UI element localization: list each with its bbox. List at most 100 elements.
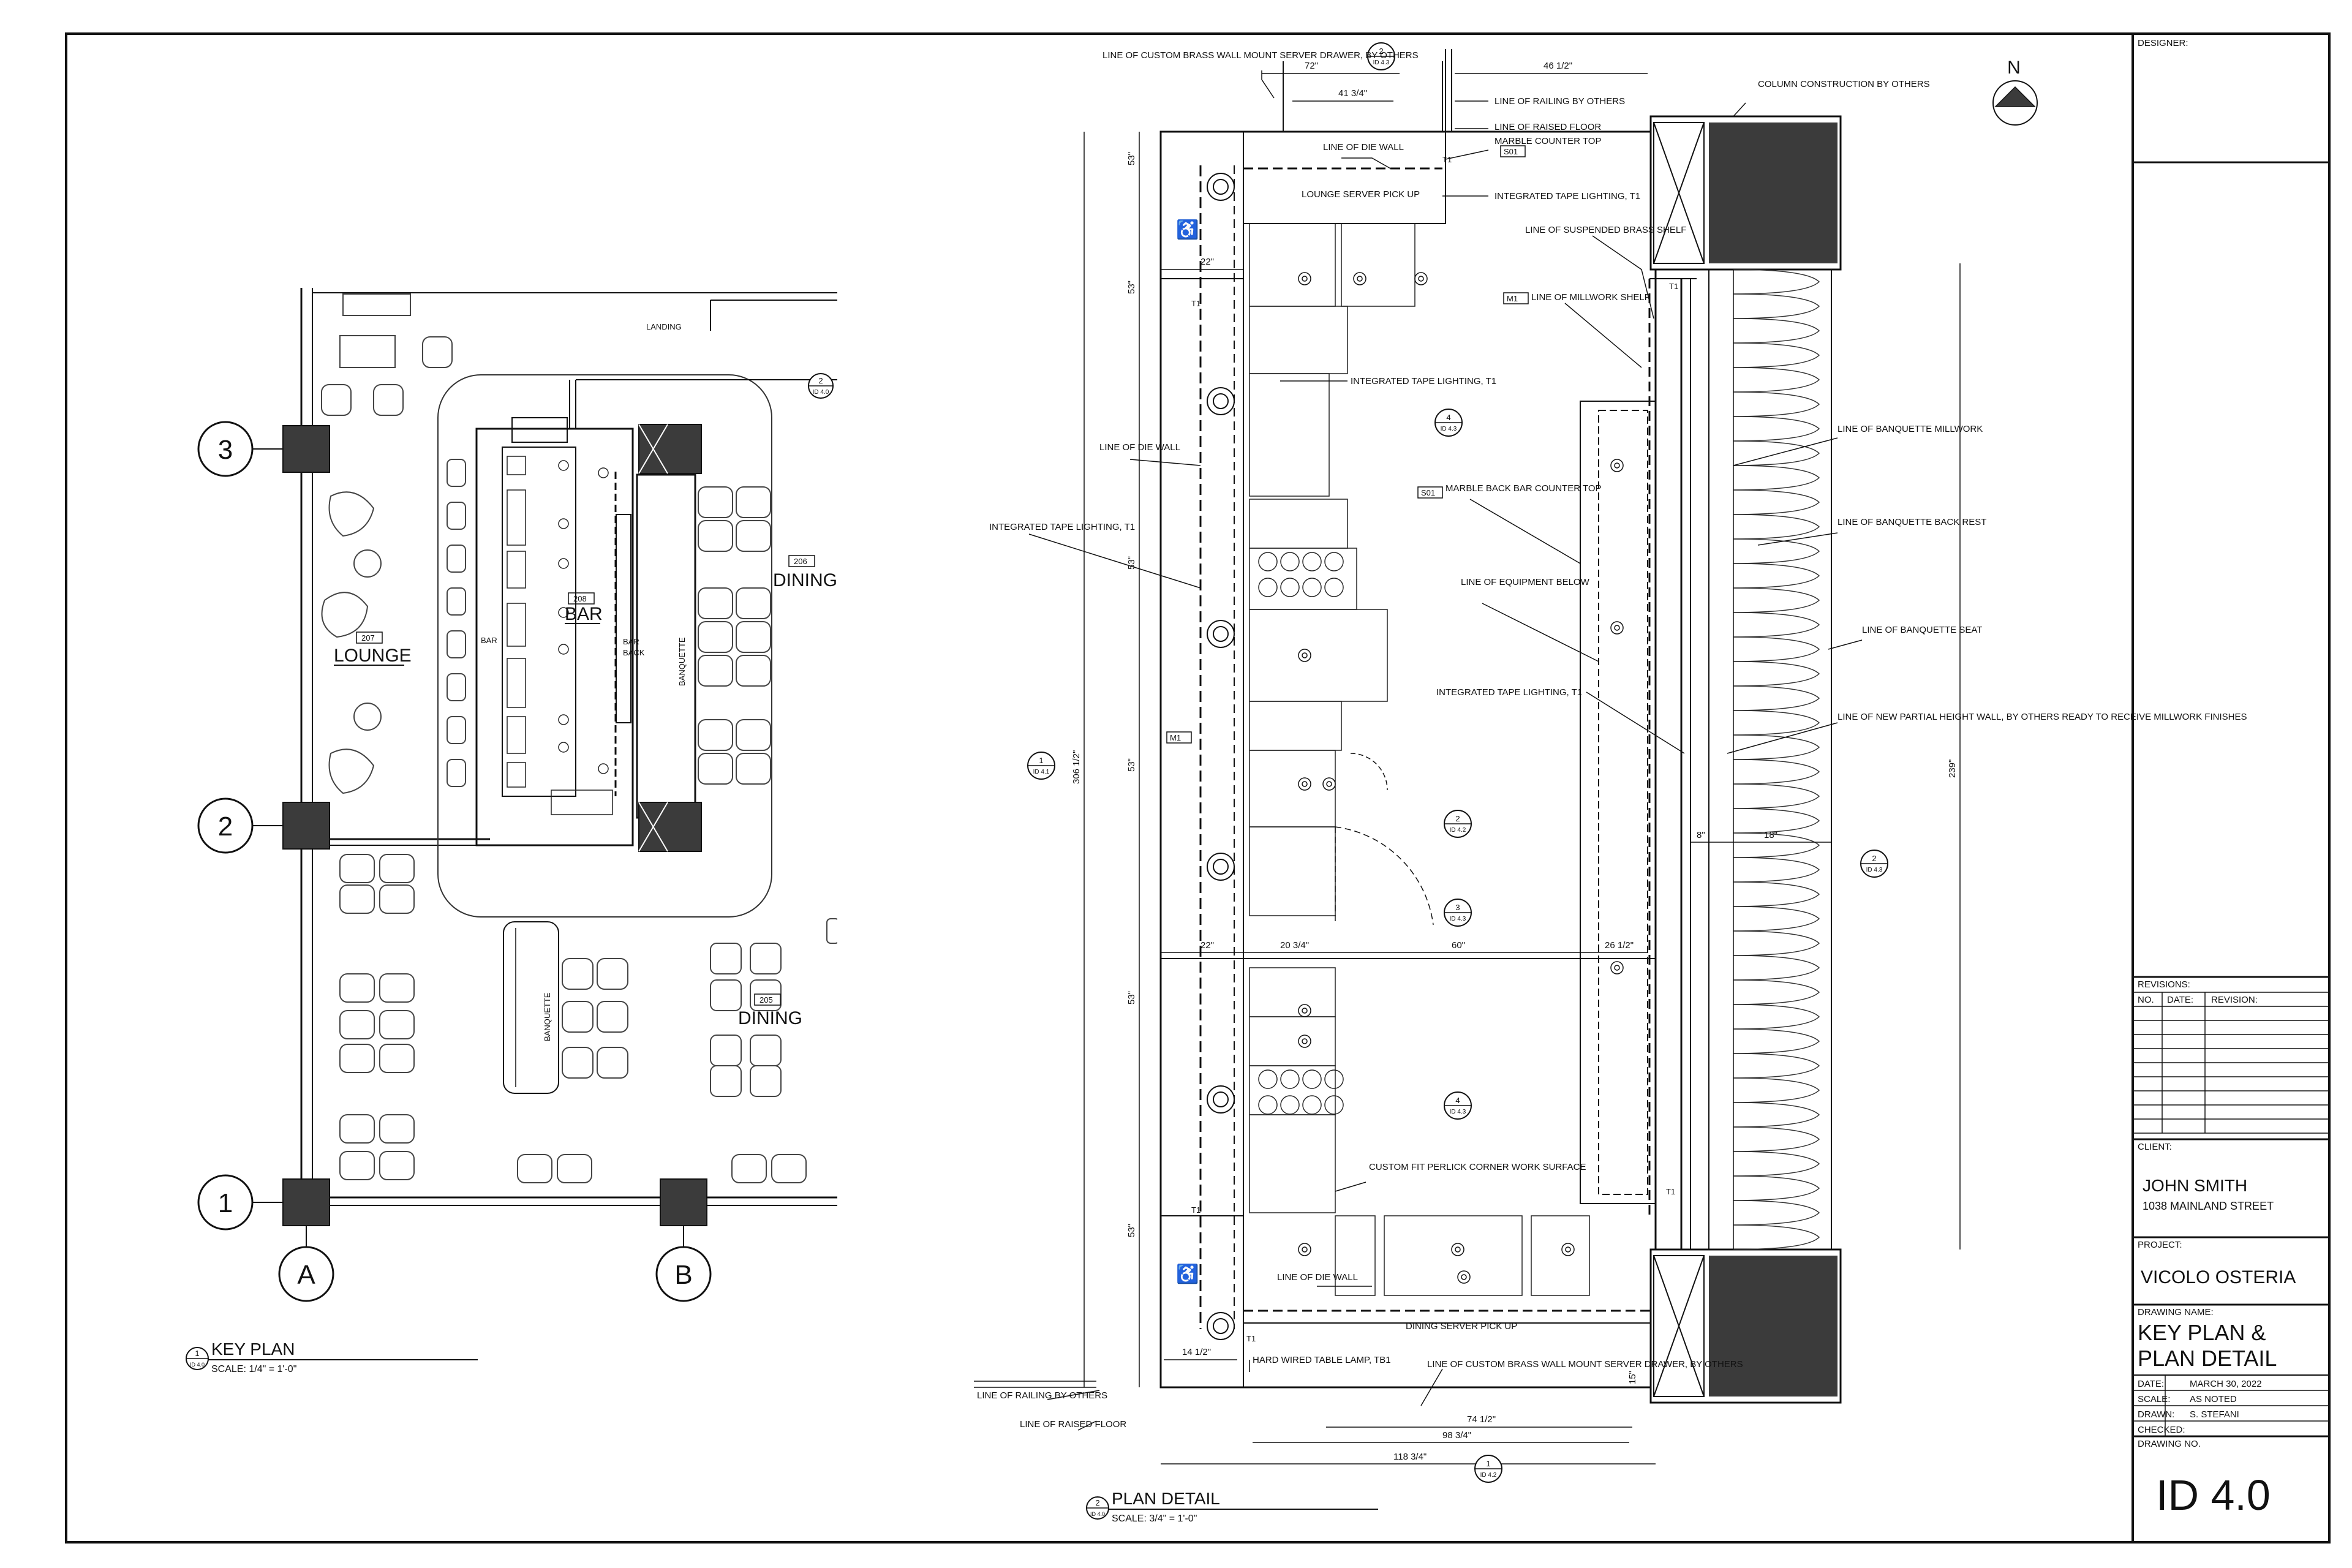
- note-brass-shelf: LINE OF SUSPENDED BRASS SHELF: [1525, 225, 1686, 235]
- landing-label: LANDING: [646, 322, 682, 331]
- svg-text:A: A: [297, 1260, 315, 1290]
- note-lounge-pickup: LOUNGE SERVER PICK UP: [1302, 189, 1420, 200]
- date-value: MARCH 30, 2022: [2190, 1379, 2262, 1389]
- grid-bubble-A: A: [278, 1246, 334, 1302]
- note-tape-lighting-top: INTEGRATED TAPE LIGHTING, T1: [1494, 191, 1640, 202]
- plan-detail: N: [974, 42, 2247, 1524]
- svg-text:22": 22": [1200, 257, 1214, 267]
- note-perlick: CUSTOM FIT PERLICK CORNER WORK SURFACE: [1369, 1162, 1586, 1172]
- column-3: [282, 425, 330, 473]
- svg-text:NO.: NO.: [2138, 995, 2154, 1005]
- drawing-no-label: DRAWING NO.: [2138, 1439, 2201, 1449]
- svg-text:B: B: [674, 1260, 692, 1290]
- note-die-wall-bottom: LINE OF DIE WALL: [1277, 1272, 1358, 1283]
- svg-text:1: 1: [195, 1349, 199, 1358]
- sheet-border: [65, 32, 2331, 1544]
- grid-bubble-1: 1: [197, 1174, 254, 1231]
- revisions-label: REVISIONS:: [2138, 979, 2190, 990]
- svg-text:T1: T1: [1669, 282, 1678, 291]
- drawing-name-label: DRAWING NAME:: [2138, 1307, 2214, 1317]
- room-name-dining-205: DINING: [738, 1008, 802, 1028]
- svg-text:SCALE: 1/4" = 1'-0": SCALE: 1/4" = 1'-0": [211, 1364, 296, 1374]
- bar-back-label-2: BACK: [623, 648, 645, 657]
- callout-bottom: 1 ID 4.2: [1474, 1455, 1502, 1483]
- note-partial-wall: LINE OF NEW PARTIAL HEIGHT WALL, BY OTHE…: [1838, 712, 2247, 722]
- svg-text:M1: M1: [1170, 733, 1181, 742]
- svg-text:1: 1: [1486, 1459, 1490, 1468]
- accessibility-icon-top: ♿: [1176, 219, 1199, 240]
- note-millwork-shelf: LINE OF MILLWORK SHELF: [1531, 292, 1650, 303]
- svg-text:2: 2: [1379, 47, 1383, 56]
- room-tag-207: 207: [361, 633, 375, 643]
- svg-text:ID 4.3: ID 4.3: [1441, 426, 1457, 432]
- key-plan-callout: 2 ID 4.0: [808, 373, 834, 399]
- drawing-number: ID 4.0: [2156, 1471, 2271, 1519]
- svg-text:ID 4.3: ID 4.3: [1450, 916, 1466, 922]
- svg-text:DATE:: DATE:: [2167, 995, 2193, 1005]
- svg-text:53": 53": [1126, 152, 1137, 165]
- svg-text:2: 2: [1872, 854, 1876, 863]
- title-block: DESIGNER: REVISIONS: NO. DATE: REVISION:…: [2133, 38, 2329, 1519]
- note-die-wall-left: LINE OF DIE WALL: [1099, 442, 1180, 453]
- svg-text:ID 4.3: ID 4.3: [1450, 1109, 1466, 1115]
- note-brass-drawer-top: LINE OF CUSTOM BRASS WALL MOUNT SERVER D…: [1102, 50, 1419, 61]
- svg-text:ID 4.0: ID 4.0: [190, 1362, 205, 1368]
- svg-text:46 1/2": 46 1/2": [1544, 61, 1572, 71]
- plan-detail-title: 2 ID 4.0 PLAN DETAIL SCALE: 3/4" = 1'-0": [1086, 1489, 1378, 1524]
- room-name-bar: BAR: [565, 604, 603, 624]
- note-railing-bottom: LINE OF RAILING BY OTHERS: [977, 1390, 1107, 1401]
- client-label: CLIENT:: [2138, 1142, 2172, 1152]
- svg-text:118 3/4": 118 3/4": [1393, 1452, 1427, 1462]
- svg-text:53": 53": [1126, 281, 1137, 294]
- note-railing-top: LINE OF RAILING BY OTHERS: [1494, 96, 1625, 107]
- grid-bubble-2: 2: [197, 797, 254, 854]
- svg-text:ID 4.0: ID 4.0: [813, 389, 829, 396]
- svg-text:S01: S01: [1421, 488, 1435, 497]
- svg-text:60": 60": [1452, 940, 1465, 951]
- room-tag-206: 206: [794, 557, 807, 566]
- bar-label: BAR: [481, 636, 497, 645]
- column-2: [282, 802, 330, 850]
- callout-left: 1 ID 4.1: [1027, 752, 1055, 780]
- room-name-dining-206: DINING: [773, 570, 837, 590]
- svg-text:S01: S01: [1504, 147, 1518, 156]
- north-arrow: N: [1992, 58, 2038, 126]
- svg-text:53": 53": [1126, 758, 1137, 772]
- note-equipment-below: LINE OF EQUIPMENT BELOW: [1461, 577, 1590, 587]
- svg-text:2: 2: [218, 812, 233, 842]
- svg-text:53": 53": [1126, 1224, 1137, 1237]
- svg-text:M1: M1: [1507, 294, 1518, 303]
- room-tag-205: 205: [760, 995, 773, 1005]
- svg-text:2: 2: [1455, 814, 1460, 823]
- svg-text:REVISION:: REVISION:: [2211, 995, 2258, 1005]
- column-1a: [282, 1178, 330, 1226]
- svg-text:CHECKED:: CHECKED:: [2138, 1425, 2185, 1435]
- svg-text:4: 4: [1455, 1096, 1460, 1105]
- svg-text:306 1/2": 306 1/2": [1071, 750, 1082, 784]
- svg-text:98 3/4": 98 3/4": [1442, 1430, 1471, 1441]
- svg-text:239": 239": [1947, 760, 1958, 778]
- note-marble-back-bar: MARBLE BACK BAR COUNTER TOP: [1446, 483, 1602, 494]
- svg-text:3: 3: [1455, 903, 1460, 912]
- svg-text:ID 4.2: ID 4.2: [1480, 1472, 1497, 1479]
- note-die-wall-top: LINE OF DIE WALL: [1323, 142, 1404, 153]
- svg-text:1: 1: [1039, 756, 1043, 765]
- callout-top: 2 ID 4.3: [1367, 42, 1395, 70]
- svg-text:T1: T1: [1442, 155, 1452, 164]
- room-tag-208: 208: [573, 594, 587, 603]
- grid-bubble-3: 3: [197, 421, 254, 477]
- svg-text:18": 18": [1764, 830, 1777, 840]
- note-banquette-seat: LINE OF BANQUETTE SEAT: [1862, 625, 1982, 635]
- scale-value: AS NOTED: [2190, 1394, 2237, 1404]
- svg-text:14 1/2": 14 1/2": [1182, 1347, 1211, 1357]
- note-column-construction: COLUMN CONSTRUCTION BY OTHERS: [1758, 79, 1930, 89]
- svg-text:ID 4.1: ID 4.1: [1033, 769, 1050, 775]
- svg-text:8": 8": [1697, 830, 1705, 840]
- note-tape-lighting-left: INTEGRATED TAPE LIGHTING, T1: [989, 522, 1135, 532]
- note-banquette-back: LINE OF BANQUETTE BACK REST: [1838, 517, 1986, 527]
- callout-4-lower: 4 ID 4.3: [1444, 1091, 1472, 1120]
- callout-3: 3 ID 4.3: [1444, 899, 1472, 927]
- bar-back-label-1: BAR: [623, 637, 639, 646]
- drawing-name-1: KEY PLAN &: [2138, 1320, 2266, 1345]
